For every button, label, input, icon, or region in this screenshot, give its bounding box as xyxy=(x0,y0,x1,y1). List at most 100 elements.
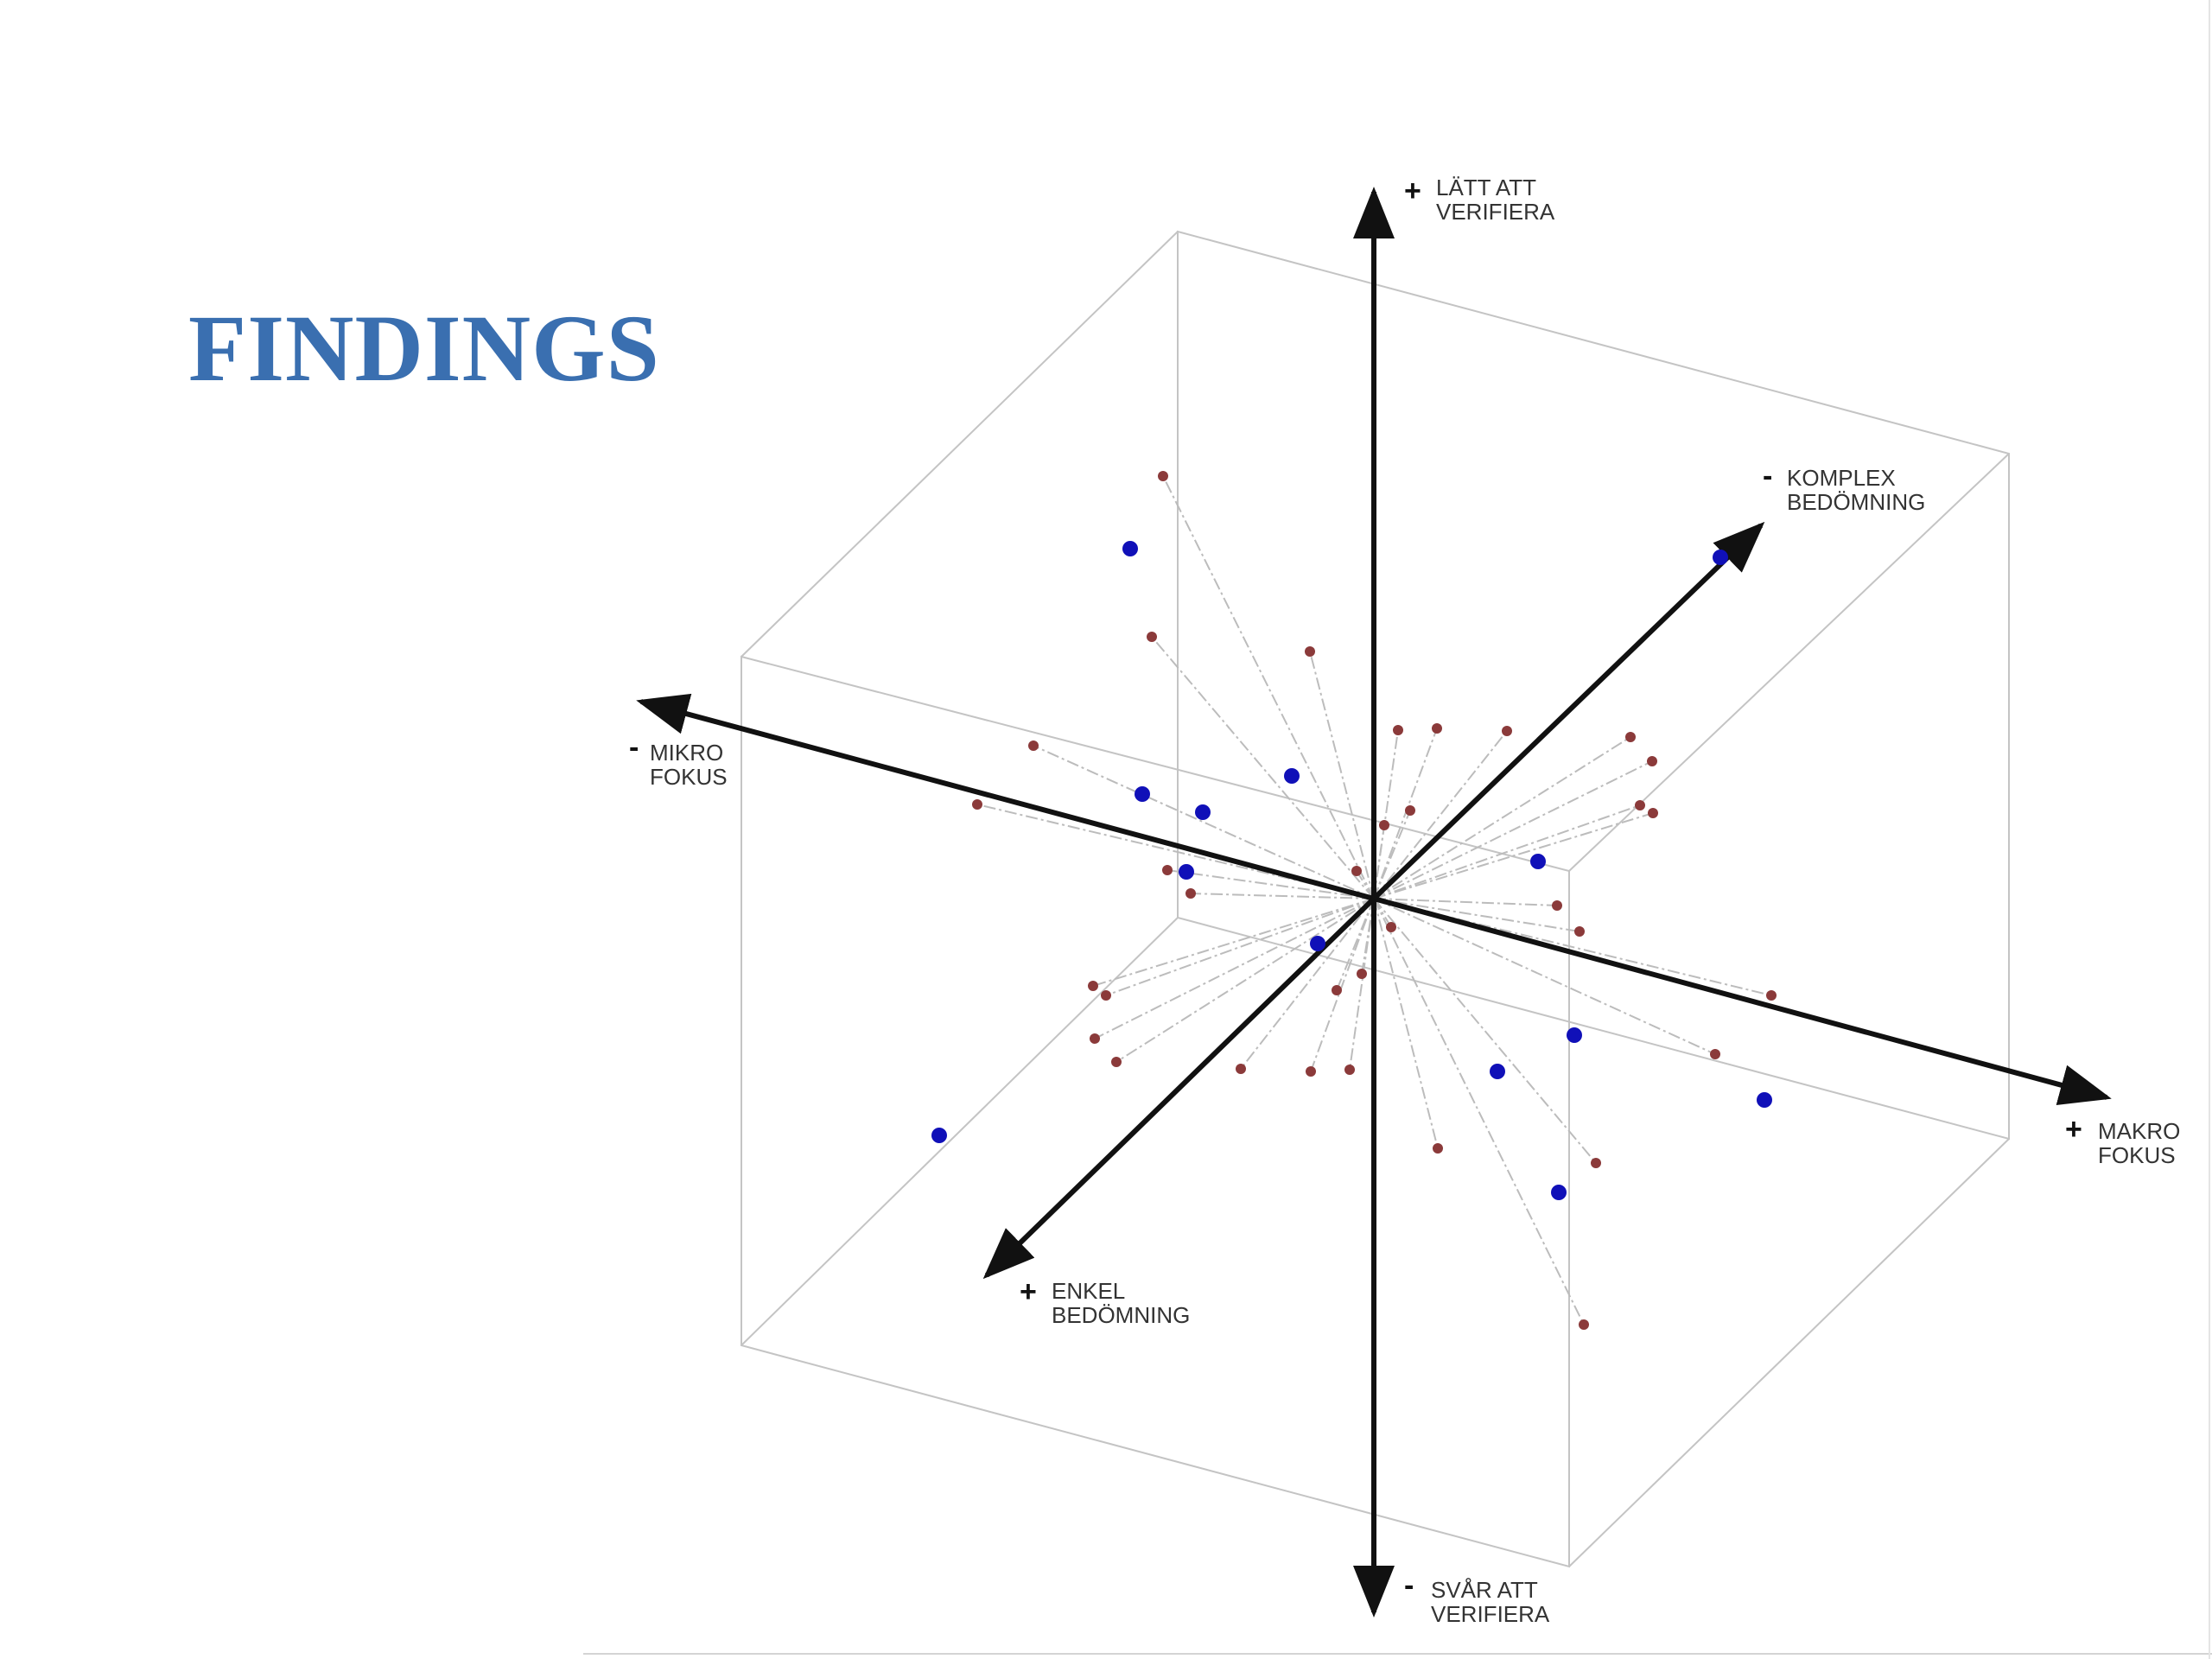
large-marker xyxy=(1567,1027,1582,1043)
spoke-line xyxy=(1190,893,1375,899)
small-marker xyxy=(1090,1033,1100,1044)
label-enkel-bedomning: + ENKEL BEDÖMNING xyxy=(1020,1275,1190,1328)
small-marker xyxy=(1647,756,1657,766)
label-makro-fokus: + MAKRO FOKUS xyxy=(2065,1113,2180,1168)
right-edge-divider xyxy=(2209,0,2210,1659)
small-marker xyxy=(1648,808,1658,818)
label-line-2: BEDÖMNING xyxy=(1787,489,1925,515)
small-marker xyxy=(1579,1319,1589,1330)
label-line-2: FOKUS xyxy=(650,764,728,790)
spoke-line xyxy=(1092,898,1375,987)
spoke-line xyxy=(1162,475,1375,899)
label-line-1: MAKRO xyxy=(2098,1118,2180,1144)
small-marker xyxy=(1766,990,1777,1001)
large-marker xyxy=(1195,804,1211,820)
small-marker xyxy=(1591,1158,1601,1168)
label-sign: + xyxy=(1404,175,1421,207)
small-marker xyxy=(1405,805,1415,816)
small-marker xyxy=(1344,1065,1355,1075)
small-marker xyxy=(1332,985,1342,995)
large-marker xyxy=(1122,541,1138,556)
small-marker xyxy=(1351,866,1362,876)
spoke-line xyxy=(1105,898,1375,996)
small-marker xyxy=(1162,865,1173,875)
spoke-line xyxy=(1373,810,1411,899)
label-sign: + xyxy=(2065,1113,2082,1146)
label-sign: - xyxy=(629,731,639,764)
large-marker xyxy=(1135,786,1150,802)
large-marker xyxy=(1713,550,1728,565)
spoke-line xyxy=(1240,898,1375,1070)
small-marker xyxy=(1432,723,1442,734)
small-marker xyxy=(1552,900,1562,911)
large-marker xyxy=(1284,768,1300,784)
spoke-line xyxy=(1373,728,1438,899)
axes xyxy=(636,187,2112,1618)
cube-edge-bottom-left xyxy=(741,917,1179,1346)
depth-axis-front xyxy=(982,896,1376,1280)
small-marker xyxy=(972,799,982,810)
small-marker xyxy=(1625,732,1636,742)
spoke-line xyxy=(1349,898,1375,1071)
small-marker xyxy=(1433,1143,1443,1154)
spoke-line xyxy=(1116,898,1375,1063)
spoke-line xyxy=(1373,736,1631,899)
label-line-2: FOKUS xyxy=(2098,1142,2176,1168)
label-svar-att-verifiera: - SVÅR ATT VERIFIERA xyxy=(1404,1569,1550,1627)
large-marker xyxy=(1551,1185,1567,1200)
data-markers xyxy=(931,471,1777,1330)
horizontal-axis-left xyxy=(636,693,1375,901)
spoke-line xyxy=(1166,869,1375,899)
small-marker xyxy=(1305,646,1315,657)
cube-edge-top-right xyxy=(1568,453,2010,872)
label-line-2: VERIFIERA xyxy=(1436,199,1555,225)
small-marker xyxy=(1357,969,1367,979)
label-sign: - xyxy=(1404,1569,1414,1602)
label-komplex-bedomning: - KOMPLEX BEDÖMNING xyxy=(1763,460,1925,515)
small-marker xyxy=(1574,926,1585,937)
large-marker xyxy=(1490,1064,1505,1079)
spoke-line xyxy=(1033,745,1375,899)
slide-title: FINDINGS xyxy=(188,296,660,401)
label-line-1: ENKEL xyxy=(1052,1278,1125,1304)
label-sign: + xyxy=(1020,1275,1037,1308)
label-line-1: SVÅR ATT xyxy=(1431,1577,1538,1603)
horizontal-axis-right xyxy=(1373,896,2112,1106)
large-marker xyxy=(931,1128,947,1143)
large-marker xyxy=(1179,864,1194,880)
small-marker xyxy=(1236,1064,1246,1074)
small-marker xyxy=(1101,990,1111,1001)
spoke-lines xyxy=(976,475,1772,1325)
bottom-divider xyxy=(583,1653,2212,1655)
spoke-line xyxy=(1373,812,1654,899)
spoke-line xyxy=(1373,898,1580,932)
small-marker xyxy=(1028,741,1039,751)
spoke-line xyxy=(1356,870,1375,899)
label-mikro-fokus: - MIKRO FOKUS xyxy=(629,731,728,790)
spoke-line xyxy=(1094,898,1375,1039)
small-marker xyxy=(1393,725,1403,735)
small-marker xyxy=(1502,726,1512,736)
label-line-1: KOMPLEX xyxy=(1787,465,1896,491)
small-marker xyxy=(1379,820,1389,830)
label-line-1: LÄTT ATT xyxy=(1436,175,1536,200)
spoke-line xyxy=(1373,898,1716,1055)
label-latt-att-verifiera: + LÄTT ATT VERIFIERA xyxy=(1404,175,1555,225)
small-marker xyxy=(1710,1049,1720,1059)
small-marker xyxy=(1386,922,1396,932)
label-line-1: MIKRO xyxy=(650,740,723,766)
spoke-line xyxy=(1336,898,1375,991)
small-marker xyxy=(1185,888,1196,899)
label-line-2: VERIFIERA xyxy=(1431,1601,1550,1627)
large-marker xyxy=(1310,936,1325,951)
large-marker xyxy=(1530,854,1546,869)
spoke-line xyxy=(1151,636,1375,899)
small-marker xyxy=(1306,1066,1316,1077)
spoke-line xyxy=(1373,804,1641,899)
spoke-line xyxy=(1373,730,1508,899)
cube-edge-bottom-right xyxy=(1568,1138,2010,1567)
small-marker xyxy=(1088,981,1098,991)
small-marker xyxy=(1111,1057,1122,1067)
small-marker xyxy=(1635,800,1645,810)
large-marker xyxy=(1757,1092,1772,1108)
